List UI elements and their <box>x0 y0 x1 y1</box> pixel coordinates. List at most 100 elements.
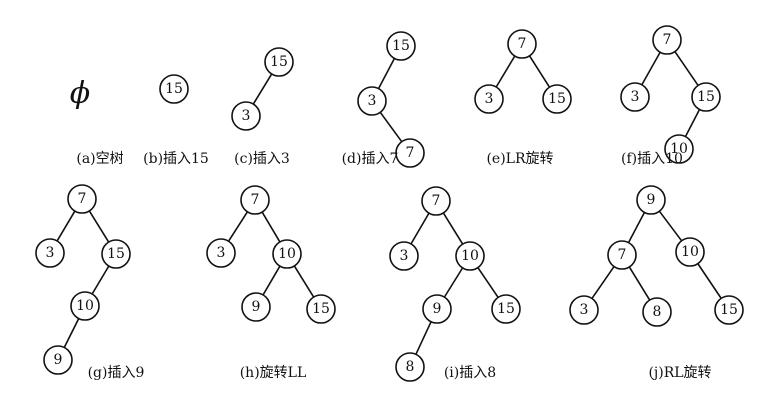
tree-edge <box>56 210 76 242</box>
node-label: 15 <box>270 54 288 70</box>
node-label: 3 <box>485 91 494 107</box>
node-circle <box>231 101 261 131</box>
node-label: 10 <box>670 141 688 157</box>
tree-node: 9 <box>422 294 452 324</box>
node-circle <box>507 29 537 59</box>
panel-caption: (i)插入8 <box>444 365 496 381</box>
tree-edge <box>63 318 80 348</box>
tree-edge <box>684 109 701 137</box>
node-label: 7 <box>432 193 441 209</box>
tree-node: 15 <box>159 74 189 104</box>
node-circle <box>272 239 302 269</box>
panel-caption: (b)插入15 <box>143 151 209 167</box>
node-label: 10 <box>681 244 699 260</box>
node-label: 15 <box>720 302 738 318</box>
node-circle <box>264 47 294 77</box>
captions-layer: ϕ (a)空树 (b)插入15 (c)插入3 (d)插入7 (e)LR旋转 (f)插入10 (… <box>70 76 712 381</box>
tree-node: 3 <box>474 84 504 114</box>
panel-caption: (c)插入3 <box>234 151 290 167</box>
node-circle <box>455 241 485 271</box>
tree-node: 15 <box>491 294 521 324</box>
node-label: 15 <box>697 89 715 105</box>
node-circle <box>70 291 100 321</box>
node-label: 15 <box>548 91 566 107</box>
tree-edge <box>415 321 432 355</box>
node-circle <box>422 294 452 324</box>
node-label: 15 <box>497 301 515 317</box>
panel-caption: (a)空树 <box>76 151 123 167</box>
panel-caption: (j)RL旋转 <box>648 365 711 381</box>
tree-edge <box>261 211 281 243</box>
tree-node: 7 <box>67 184 97 214</box>
node-circle <box>664 134 694 164</box>
node-circle <box>241 292 271 322</box>
node-circle <box>569 295 599 325</box>
node-circle <box>542 84 572 114</box>
tree-edge <box>293 265 315 298</box>
node-circle <box>67 184 97 214</box>
tree-node: 15 <box>386 31 416 61</box>
tree-node: 7 <box>240 185 270 215</box>
node-label: 3 <box>400 248 409 264</box>
tree-edge <box>495 55 516 88</box>
node-label: 10 <box>461 248 479 264</box>
tree-node: 7 <box>607 240 637 270</box>
panel-caption: (e)LR旋转 <box>486 151 553 167</box>
node-label: 7 <box>618 247 627 263</box>
tree-node: 7 <box>395 138 425 168</box>
tree-edge <box>627 212 646 243</box>
tree-edge <box>697 263 722 299</box>
tree-edge <box>674 51 699 86</box>
node-label: 7 <box>78 191 87 207</box>
tree-edge <box>477 267 499 298</box>
node-label: 7 <box>663 32 672 48</box>
tree-edge <box>443 267 464 298</box>
node-label: 8 <box>653 304 662 320</box>
tree-edge <box>262 265 281 296</box>
node-label: 3 <box>46 245 55 261</box>
tree-edge <box>628 266 651 301</box>
tree-edge <box>591 266 615 299</box>
node-circle <box>642 297 672 327</box>
tree-node: 15 <box>101 239 131 269</box>
tree-node: 10 <box>675 237 705 267</box>
node-circle <box>636 185 666 215</box>
tree-edge <box>442 212 464 245</box>
tree-node: 3 <box>620 82 650 112</box>
node-label: 15 <box>165 81 183 97</box>
edges-layer <box>56 51 722 355</box>
node-circle <box>357 86 387 116</box>
tree-edge <box>528 55 551 88</box>
node-label: 9 <box>647 192 656 208</box>
tree-node: 9 <box>241 292 271 322</box>
node-label: 15 <box>392 38 410 54</box>
node-label: 3 <box>217 245 226 261</box>
tree-edge <box>91 265 110 295</box>
node-label: 10 <box>76 298 94 314</box>
panel-caption: (f)插入10 <box>621 151 683 167</box>
node-circle <box>652 25 682 55</box>
node-label: 8 <box>406 359 415 375</box>
tree-node: 8 <box>642 297 672 327</box>
node-label: 15 <box>312 301 330 317</box>
node-label: 7 <box>406 145 415 161</box>
tree-node: 10 <box>272 239 302 269</box>
empty-set-symbol: ϕ <box>70 76 90 111</box>
tree-node: 7 <box>421 186 451 216</box>
node-label: 10 <box>278 246 296 262</box>
node-circle <box>101 239 131 269</box>
tree-node: 3 <box>231 101 261 131</box>
tree-node: 9 <box>43 345 73 375</box>
node-label: 7 <box>518 36 527 52</box>
node-circle <box>607 240 637 270</box>
tree-edge <box>641 51 661 86</box>
node-circle <box>395 352 425 382</box>
panel-caption: (d)插入7 <box>342 151 399 167</box>
node-circle <box>386 31 416 61</box>
tree-node: 9 <box>636 185 666 215</box>
node-circle <box>691 82 721 112</box>
node-label: 7 <box>251 192 260 208</box>
node-label: 3 <box>242 108 251 124</box>
